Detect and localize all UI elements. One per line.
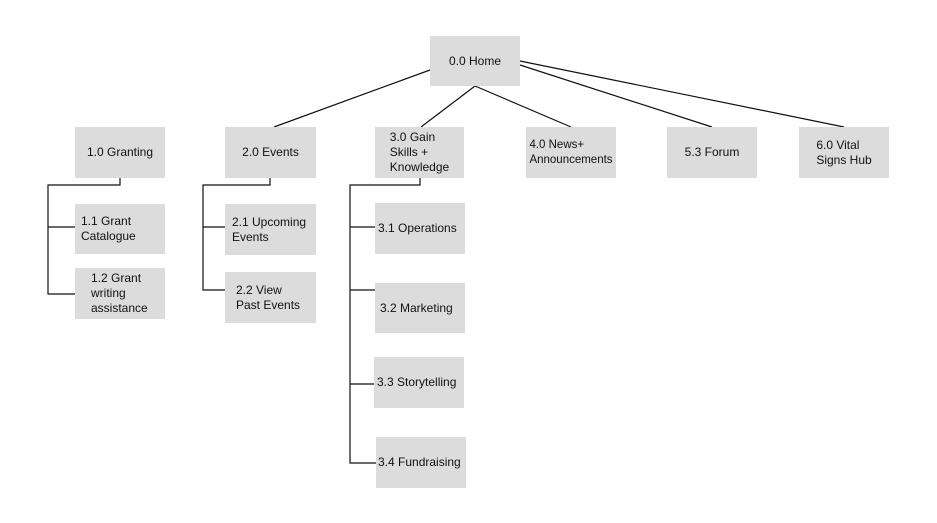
node-gain-skills: 3.0 Gain Skills + Knowledge <box>375 127 464 178</box>
connector-home-vital <box>519 60 845 128</box>
connector-home-events <box>273 69 431 128</box>
node-events-label: 2.0 Events <box>242 145 299 159</box>
node-past-events: 2.2 View Past Events <box>225 272 316 323</box>
connector-granting-spine <box>47 178 121 295</box>
node-operations: 3.1 Operations <box>375 203 465 254</box>
node-home: 0.0 Home <box>430 36 520 86</box>
node-fundraising: 3.4 Fundraising <box>376 437 466 488</box>
node-vital-signs: 6.0 Vital Signs Hub <box>799 127 889 178</box>
node-home-label: 0.0 Home <box>448 53 502 68</box>
node-news: 4.0 News+ Announcements <box>526 127 616 178</box>
node-granting: 1.0 Granting <box>75 127 165 178</box>
node-storytelling: 3.3 Storytelling <box>374 357 464 408</box>
connector-events-spine <box>202 178 271 291</box>
node-grant-catalogue: 1.1 Grant Catalogue <box>75 204 165 254</box>
node-past-events-label: 2.2 View Past Events <box>236 282 301 312</box>
node-forum-label: 5.3 Forum <box>684 145 740 159</box>
node-storytelling-label: 3.3 Storytelling <box>377 375 457 389</box>
connector-home-news <box>474 85 572 128</box>
node-grant-writing-label: 1.2 Grant writing assistance <box>91 271 148 315</box>
connector-skills-spine <box>349 178 421 464</box>
node-events: 2.0 Events <box>225 127 316 178</box>
node-granting-label: 1.0 Granting <box>86 145 154 159</box>
connector-home-skills <box>420 85 476 128</box>
node-news-label: 4.0 News+ Announcements <box>529 138 613 166</box>
node-marketing: 3.2 Marketing <box>375 283 465 333</box>
node-grant-catalogue-label: 1.1 Grant Catalogue <box>81 214 136 243</box>
node-gain-skills-label: 3.0 Gain Skills + Knowledge <box>389 130 450 174</box>
node-marketing-label: 3.2 Marketing <box>380 300 453 315</box>
node-vital-signs-label: 6.0 Vital Signs Hub <box>816 137 872 167</box>
node-fundraising-label: 3.4 Fundraising <box>378 455 461 469</box>
node-upcoming-events-label: 2.1 Upcoming Events <box>232 214 307 244</box>
connector-home-forum <box>519 64 713 128</box>
node-grant-writing: 1.2 Grant writing assistance <box>75 268 165 319</box>
node-forum: 5.3 Forum <box>667 127 757 178</box>
node-upcoming-events: 2.1 Upcoming Events <box>225 204 316 255</box>
node-operations-label: 3.1 Operations <box>378 221 457 235</box>
